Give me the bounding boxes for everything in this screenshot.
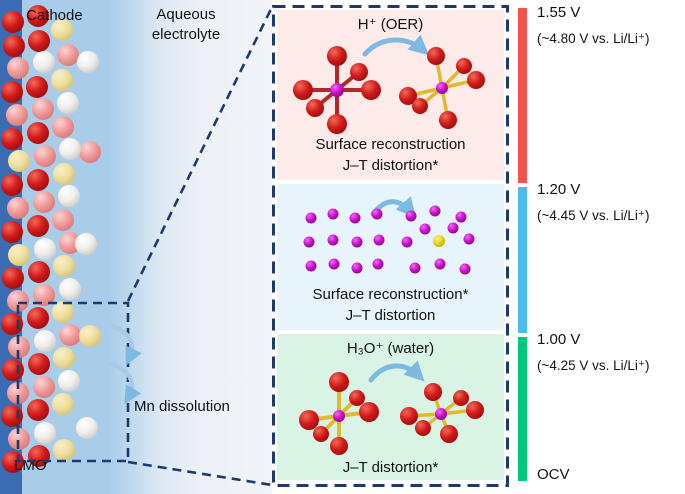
voltage-label-1: 1.55 V [537,4,581,21]
mn-atom [333,410,345,422]
mn-atom [436,82,448,94]
voltage-label-3: 1.00 V [537,331,581,348]
panel-water: H₃O⁺ (water) [277,334,504,480]
reconstruction-caption: Surface reconstruction* J–T distortion [277,284,504,326]
lmo-label: LMO [14,457,47,474]
reconstruction-caption-line2: J–T distortion [345,307,436,324]
water-title: H₃O⁺ (water) [346,340,435,357]
water-caption-line1: J–T distortion* [342,459,439,476]
oer-caption-line1: Surface reconstruction [315,136,466,153]
cathode-label: Cathode [26,7,83,24]
zoom-panels: H⁺ (OER) [277,10,504,480]
voltage-vs-li-3: (~4.25 V vs. Li/Li⁺) [537,358,650,373]
mn-atom [330,83,344,97]
electrolyte-label-line1: Aqueous [156,6,216,23]
voltage-vs-li-1: (~4.80 V vs. Li/Li⁺) [537,31,650,46]
mn-atom [435,408,447,420]
ocv-label: OCV [537,466,570,483]
voltage-bar-segment-high [518,8,527,183]
oer-title: H⁺ (OER) [357,16,424,33]
cathode-spheres-graphic [1,5,101,473]
voltage-label-2: 1.20 V [537,181,581,198]
voltage-bar-segment-mid [518,187,527,333]
mn-dissolution-label: Mn dissolution [134,398,230,415]
water-caption: J–T distortion* [277,457,504,478]
oer-caption: Surface reconstruction J–T distortion* [277,134,504,176]
transition-arrow-icon [362,34,430,57]
electrolyte-label: Aqueous electrolyte [138,5,234,45]
voltage-vs-li-2: (~4.45 V vs. Li/Li⁺) [537,208,650,223]
ordered-mn-lattice-dots [303,208,385,274]
reconstruction-caption-line1: Surface reconstruction* [312,286,469,303]
voltage-bar-segment-low [518,337,527,481]
panel-oer: H⁺ (OER) [277,10,504,180]
oer-caption-line2: J–T distortion* [342,157,439,174]
migrated-atom-dot [433,235,445,247]
transition-arrow-icon [368,360,425,383]
electrolyte-label-line2: electrolyte [151,26,221,43]
panel-reconstruction: Surface reconstruction* J–T distortion [277,184,504,330]
